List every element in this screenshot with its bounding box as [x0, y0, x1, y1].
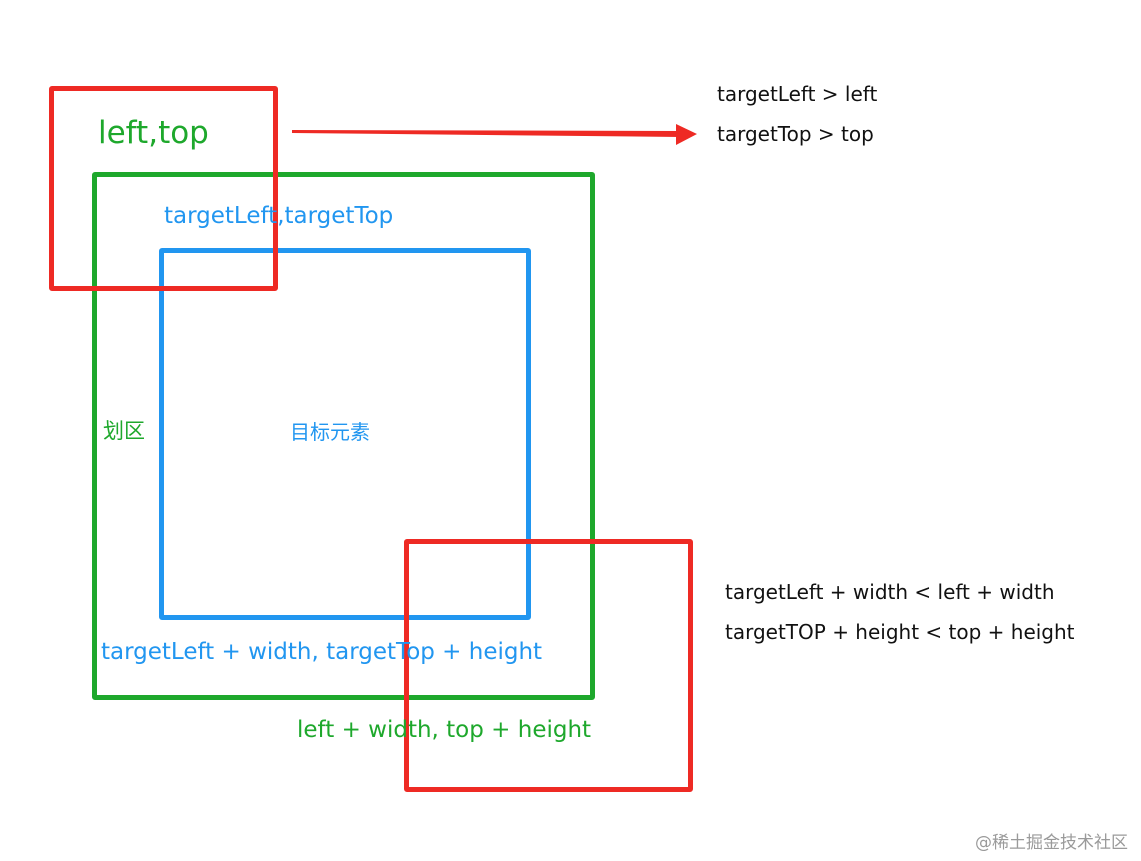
- condition-target-bottom: targetTOP + height < top + height: [725, 620, 1075, 644]
- condition-target-top: targetTop > top: [717, 122, 874, 146]
- zone-box: [92, 172, 595, 700]
- left-top-label: left,top: [98, 115, 209, 151]
- bottom-right-label: left + width, top + height: [297, 717, 592, 743]
- target-left-top-label: targetLeft,targetTop: [164, 203, 394, 229]
- selection-box-top-left: [49, 86, 278, 291]
- condition-target-right: targetLeft + width < left + width: [725, 580, 1055, 604]
- condition-target-left: targetLeft > left: [717, 82, 878, 106]
- selection-box-bottom-right: [404, 539, 693, 792]
- watermark: @稀土掘金技术社区: [975, 833, 1128, 853]
- zone-label: 划区: [103, 419, 145, 443]
- target-element-box: [159, 248, 531, 620]
- target-element-label: 目标元素: [290, 420, 370, 444]
- target-bottom-right-label: targetLeft + width, targetTop + height: [101, 639, 543, 665]
